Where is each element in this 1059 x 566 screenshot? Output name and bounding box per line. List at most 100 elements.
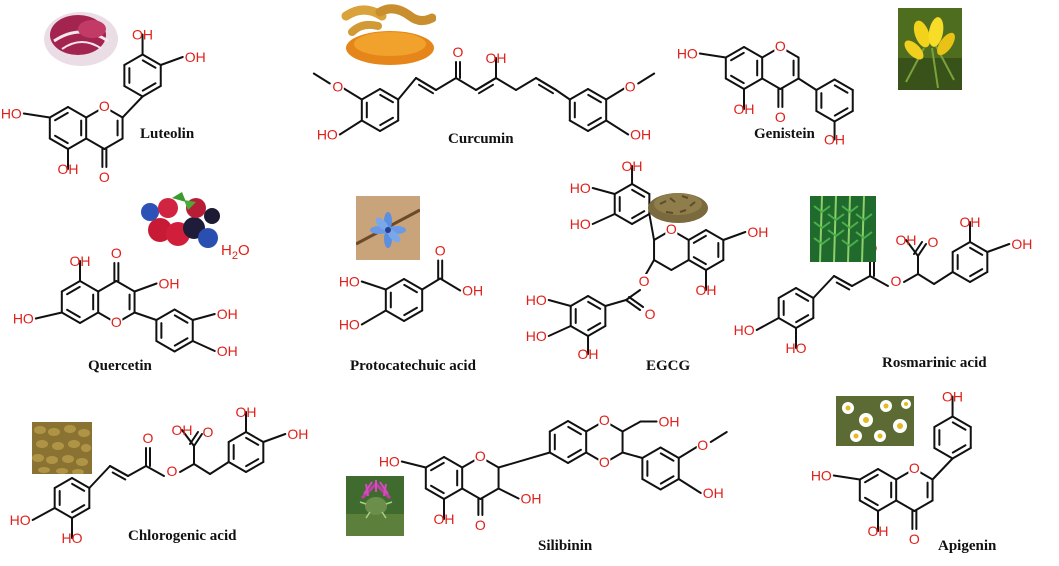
bond	[497, 451, 551, 469]
bond	[797, 77, 818, 91]
bond	[815, 110, 836, 123]
bond	[605, 119, 630, 136]
bond	[641, 446, 662, 459]
bond	[604, 299, 628, 307]
bond	[631, 213, 651, 225]
bond	[360, 88, 381, 101]
bond	[430, 484, 445, 495]
bond	[379, 116, 394, 127]
oxygen-atom-mask	[638, 274, 651, 289]
bond	[812, 275, 835, 299]
bond	[621, 451, 644, 459]
bond	[123, 53, 144, 66]
bond	[245, 431, 265, 443]
bond	[730, 51, 745, 62]
bond	[85, 137, 106, 150]
bond	[97, 280, 118, 293]
bond	[567, 425, 582, 436]
hydroxyl-label: HO	[339, 317, 360, 333]
bond	[913, 499, 934, 512]
bond	[587, 325, 607, 337]
bond	[535, 77, 557, 91]
bond	[60, 280, 81, 293]
bond	[877, 468, 898, 481]
hydroxyl-label: OH	[622, 158, 643, 174]
hydroxyl-label: OH	[217, 343, 238, 359]
bond	[34, 311, 63, 320]
bond	[761, 77, 782, 90]
oxygen-atom-label: O	[99, 169, 110, 185]
hydroxyl-label: OH	[696, 282, 717, 298]
bond	[338, 119, 363, 136]
radicchio-photo	[42, 5, 120, 67]
bond	[53, 477, 73, 489]
yellow-flower-photo	[898, 8, 962, 90]
bond	[621, 420, 642, 433]
hydroxyl-label: OH	[159, 276, 180, 292]
compound-name-egcg: EGCG	[646, 358, 691, 374]
bond	[495, 77, 517, 91]
berries-photo	[138, 190, 222, 252]
bond	[659, 452, 675, 462]
bond	[66, 308, 81, 319]
bond	[155, 340, 176, 353]
bond	[145, 465, 165, 477]
hydroxyl-label: OH	[578, 346, 599, 362]
hydroxyl-label: OH	[1011, 236, 1032, 252]
bond	[933, 415, 954, 428]
bond	[181, 429, 195, 447]
bond	[173, 337, 189, 347]
oxygen-atom-mask	[908, 461, 921, 476]
bond	[755, 317, 780, 331]
oxygen-atom-label: O	[111, 245, 122, 261]
bond	[591, 187, 616, 195]
oxygen-atom-label: O	[625, 79, 636, 95]
bond	[79, 311, 100, 324]
bond	[548, 451, 569, 464]
water-label: H2O	[221, 242, 250, 262]
bond	[587, 119, 608, 132]
hydroxyl-label: OH	[824, 132, 845, 148]
bond	[743, 46, 764, 59]
hydroxyl-label: HO	[62, 530, 83, 546]
bond	[22, 112, 51, 119]
compound-name-protocatechuic-acid: Protocatechuic acid	[350, 358, 476, 374]
hydroxyl-label: OH	[434, 511, 455, 527]
bond	[424, 487, 445, 500]
bond	[360, 309, 387, 326]
oxygen-atom-label: O	[928, 234, 939, 250]
bond	[121, 95, 144, 119]
oxygen-atom-label: O	[891, 273, 902, 289]
bond	[415, 77, 437, 91]
rosemary-photo	[810, 195, 876, 263]
bond	[724, 77, 745, 90]
bond	[443, 456, 464, 469]
bond	[917, 273, 935, 285]
bond	[209, 461, 230, 475]
bond	[67, 106, 88, 119]
oxygen-atom-label: O	[475, 448, 486, 464]
oxygen-atom-mask	[624, 79, 637, 95]
bond	[360, 280, 387, 291]
hydroxyl-label: OH	[486, 50, 507, 66]
bond	[245, 436, 260, 446]
bond	[127, 465, 147, 477]
bond	[435, 77, 457, 91]
bond	[312, 72, 331, 85]
bond	[403, 306, 418, 317]
bond	[705, 229, 725, 241]
bond	[227, 431, 247, 443]
bond	[625, 299, 642, 311]
hydroxyl-label: OH	[58, 161, 79, 177]
hydroxyl-label: OH	[217, 306, 238, 322]
bond	[179, 463, 195, 473]
bond	[858, 499, 879, 512]
bond	[631, 188, 646, 198]
bond	[833, 110, 854, 123]
bond	[403, 278, 424, 291]
bond	[730, 74, 745, 85]
bond	[605, 87, 626, 101]
hydroxyl-label: HO	[317, 127, 338, 143]
bond	[379, 119, 400, 132]
